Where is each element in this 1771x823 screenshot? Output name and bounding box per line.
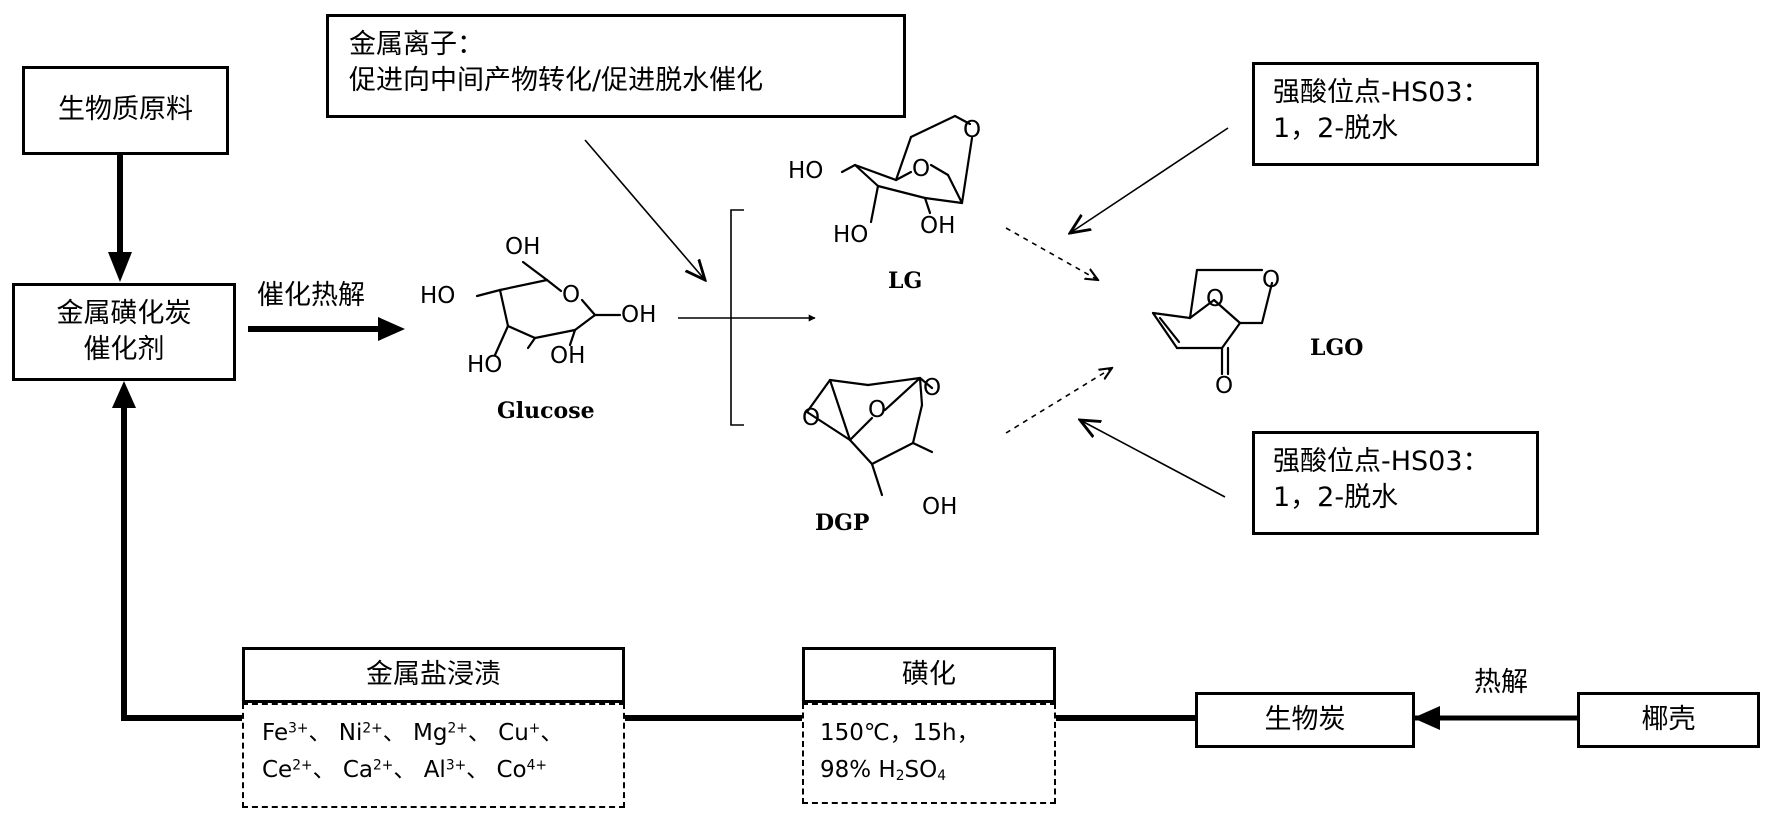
glucose-name: Glucose (497, 398, 595, 424)
ion-co: Co4+ (496, 756, 547, 783)
lg-ring-o-mid: O (912, 156, 931, 182)
dgp-ring-o-center: O (868, 397, 887, 423)
lgo-ring-o-top: O (1262, 267, 1281, 293)
lg-name: LG (888, 268, 923, 294)
lgo-ring-o-mid: O (1206, 286, 1225, 312)
catalyst-box: 金属磺化炭 催化剂 (12, 283, 236, 381)
strong-acid-box-top: 强酸位点-HS03： 1，2-脱水 (1252, 62, 1539, 166)
lg-structure (840, 114, 974, 224)
dotted-arrows (1005, 227, 1112, 434)
glucose-oh-top: OH (505, 234, 541, 260)
dgp-name: DGP (815, 510, 870, 536)
lg-ring-o-top: O (963, 117, 982, 143)
ion-row-1: Fe3+、 Ni2+、 Mg2+、 Cu+、 (262, 720, 564, 746)
metal-ion-box: 金属离子： 促进向中间产物转化/促进脱水催化 (326, 14, 906, 118)
strong-acid-top-title: 强酸位点-HS03： (1273, 77, 1490, 108)
ion-ca: Ca2+ (342, 756, 394, 783)
catalyst-label-line2: 催化剂 (83, 334, 165, 365)
sulfonation-conditions-box: 150℃，15h， 98% H2SO4 (802, 703, 1056, 804)
lg-ho-bottom: HO (833, 222, 869, 248)
conditions-line2: 98% H2SO4 (820, 756, 946, 784)
ion-al: Al3+ (423, 756, 467, 783)
strong-acid-top-desc: 1，2-脱水 (1273, 113, 1399, 145)
branch-arrow (678, 209, 816, 426)
metal-ions-list-box: Fe3+、 Ni2+、 Mg2+、 Cu+、 Ce2+、 Ca2+、 Al3+、… (242, 703, 625, 808)
catalytic-pyrolysis-label: 催化热解 (257, 280, 365, 311)
strong-acid-box-bottom: 强酸位点-HS03： 1，2-脱水 (1252, 431, 1539, 535)
ion-ce: Ce2+ (262, 756, 313, 783)
biomass-box: 生物质原料 (22, 66, 229, 155)
lgo-carbonyl-o: O (1215, 373, 1234, 399)
lgo-structure (1151, 268, 1274, 376)
pyrolysis-label: 热解 (1474, 667, 1528, 698)
impregnation-box: 金属盐浸渍 (242, 647, 625, 703)
dgp-ring-o-left: O (802, 405, 821, 431)
ion-ni: Ni2+ (338, 720, 383, 746)
dgp-ring-o-right: O (923, 375, 942, 401)
lg-ho-left: HO (788, 158, 824, 184)
process-arrows (108, 155, 1577, 730)
ion-row-2: Ce2+、 Ca2+、 Al3+、 Co4+ (262, 756, 547, 783)
glucose-ring-o: O (562, 282, 581, 308)
impregnation-label: 金属盐浸渍 (366, 658, 501, 690)
conditions-line1: 150℃，15h， (820, 720, 980, 746)
sulfonation-box: 磺化 (802, 647, 1056, 703)
strong-acid-bottom-title: 强酸位点-HS03： (1273, 446, 1490, 477)
glucose-ho-left: HO (420, 283, 456, 309)
catalyst-label-line1: 金属磺化炭 (56, 297, 192, 329)
ion-fe: Fe3+ (262, 720, 309, 746)
metal-ion-title: 金属离子： (349, 29, 484, 60)
biomass-label: 生物质原料 (58, 94, 193, 126)
glucose-structure (475, 260, 622, 357)
glucose-ho-bottom: HO (467, 352, 503, 378)
coconut-shell-box: 椰壳 (1577, 692, 1760, 748)
ion-cu: Cu+ (498, 720, 541, 746)
strong-acid-bottom-desc: 1，2-脱水 (1273, 482, 1399, 514)
diagonal-arrows (584, 127, 1229, 498)
biochar-box: 生物炭 (1195, 692, 1415, 748)
lgo-name: LGO (1310, 335, 1364, 361)
lg-oh-bottom: OH (920, 213, 956, 239)
dgp-oh: OH (922, 494, 958, 520)
glucose-oh-right: OH (621, 302, 657, 328)
glucose-oh-bottom: OH (550, 343, 586, 369)
metal-ion-desc: 促进向中间产物转化/促进脱水催化 (349, 65, 764, 97)
dgp-structure (805, 376, 934, 497)
coconut-shell-label: 椰壳 (1641, 703, 1696, 735)
sulfonation-label: 磺化 (902, 658, 956, 690)
ion-mg: Mg2+ (413, 720, 468, 746)
biochar-label: 生物炭 (1264, 703, 1346, 735)
